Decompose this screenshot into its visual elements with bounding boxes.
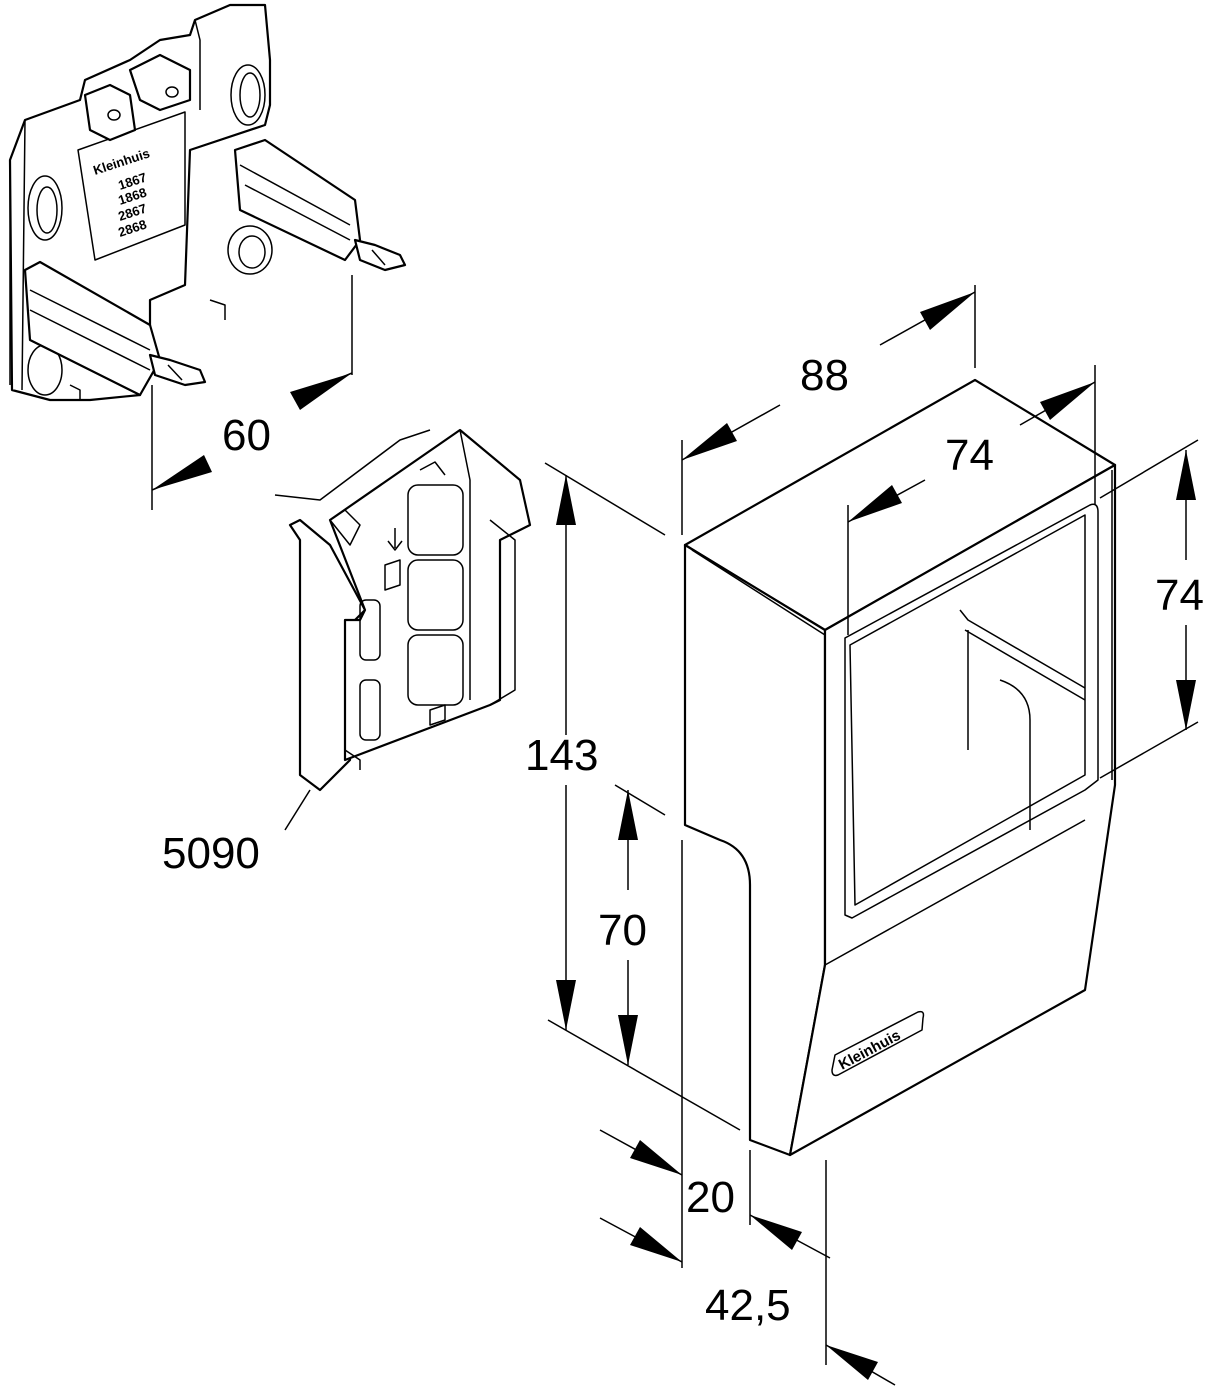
insert-frame-5090 [274,428,532,792]
dim-88: 88 [681,285,976,535]
dim-74-width-label: 74 [945,431,994,480]
dim-88-label: 88 [800,351,849,400]
dim-143: 143 [525,462,741,1131]
dim-60-label: 60 [222,411,271,460]
dim-60: 60 [151,275,353,510]
dim-depth: 20 42,5 [599,840,896,1386]
mounting-plate: Kleinhuis 1867 1868 2867 2868 [8,3,407,402]
dim-70-label: 70 [598,906,647,955]
dim-20-label: 20 [686,1173,735,1222]
dim-74-height-label: 74 [1155,571,1204,620]
dim-74-height: 74 [1099,439,1204,779]
dim-70: 70 [598,784,666,1065]
dim-143-label: 143 [525,731,598,780]
dim-42-5-label: 42,5 [705,1281,791,1330]
part-number-label: 5090 [162,829,260,878]
dim-74-width: 74 [847,365,1096,635]
outlet-box: Kleinhuis [683,378,1117,1157]
